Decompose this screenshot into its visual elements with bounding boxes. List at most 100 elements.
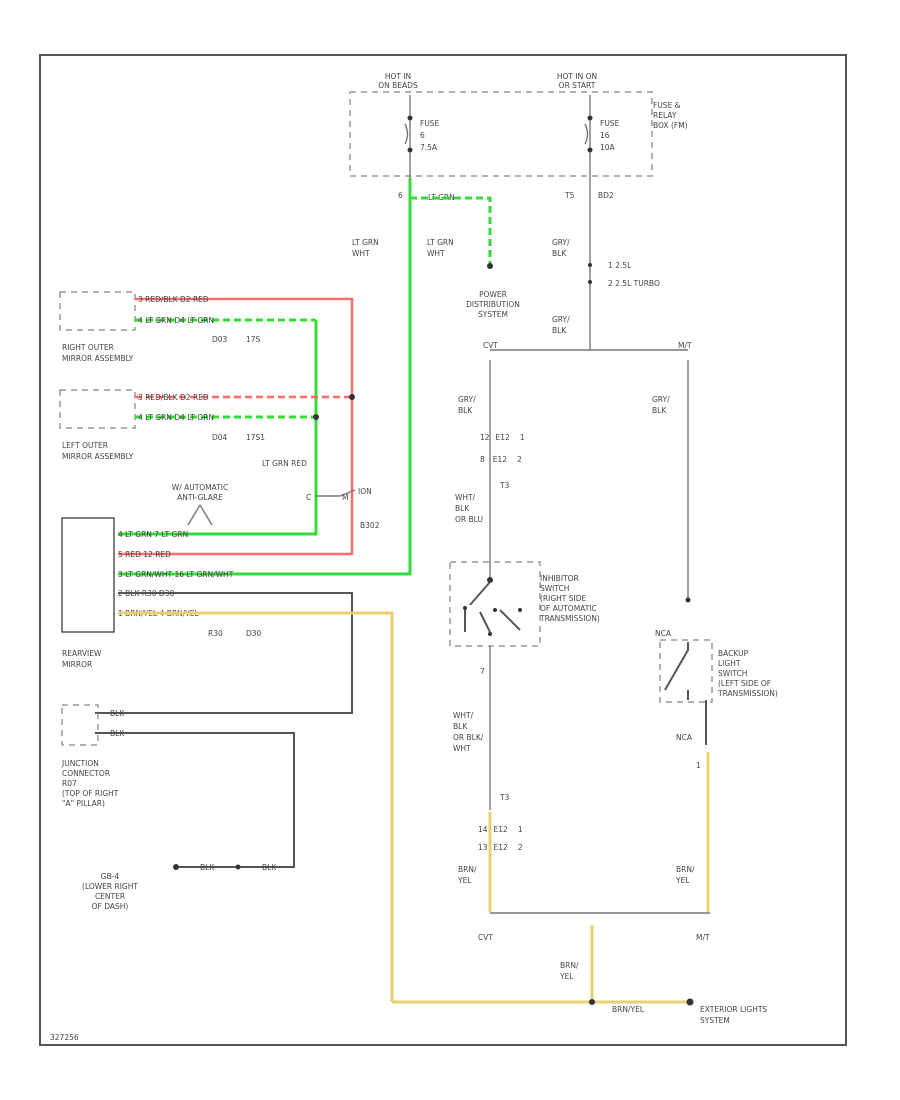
mt-bottom-label: M/T bbox=[696, 933, 710, 942]
brn-yel-bottom-label: BRN/YEL bbox=[559, 961, 579, 981]
ground-splice-node bbox=[235, 864, 241, 870]
brn-yel-right-label: BRN/YEL bbox=[675, 865, 695, 885]
backup-switch-box bbox=[659, 639, 713, 703]
rearview-pin-3: 3 LT GRN/WHT 16 LT GRN/WHT bbox=[118, 570, 234, 579]
fuse-6-symbol bbox=[404, 123, 409, 145]
lt-grn-top-label: LT GRN bbox=[428, 193, 455, 202]
rearview-pin-1: 4 LT GRN 7 LT GRN bbox=[118, 530, 188, 539]
t3-low-label: T3 bbox=[499, 793, 510, 802]
fuse-6-node-bottom bbox=[407, 147, 413, 153]
diagram-frame bbox=[39, 54, 847, 1046]
rearview-pin-2: 5 RED 12 RED bbox=[118, 550, 171, 559]
ground-wire-label-2: BLK bbox=[262, 863, 277, 872]
mirror-green-bus bbox=[118, 320, 318, 536]
rearview-mirror-box bbox=[61, 517, 115, 633]
rearview-blk-wire bbox=[95, 592, 353, 714]
inhibitor-pin-label: 7 bbox=[480, 667, 485, 676]
gry-blk-right-label: GRY/BLK bbox=[652, 395, 670, 415]
c-label: C bbox=[306, 493, 311, 502]
m-label: M bbox=[342, 493, 348, 502]
backup-pin-top-label: NCA bbox=[655, 629, 672, 638]
mt-top-label: M/T bbox=[678, 341, 692, 350]
bottom-yellow-node bbox=[589, 999, 595, 1005]
right-mirror-code-2: 17S bbox=[246, 335, 261, 344]
junction-pin-1: BLK bbox=[110, 709, 125, 718]
right-mirror-pin-2: 4 LT GRN D4 LT GRN bbox=[138, 316, 214, 325]
ext-lights-node bbox=[686, 998, 694, 1006]
inhibitor-switch-box bbox=[449, 561, 541, 647]
left-mirror-code-1: D04 bbox=[212, 433, 228, 442]
option-1-label: 1 2.5L bbox=[608, 261, 632, 270]
gry-blk-top-label: GRY/BLK bbox=[552, 238, 570, 258]
cvt-bottom-label: CVT bbox=[478, 933, 493, 942]
backup-contacts bbox=[664, 642, 689, 700]
antiglare-pointer bbox=[187, 504, 213, 526]
inhibitor-node-mid bbox=[493, 608, 497, 612]
left-mirror-pin-1: 3 RED/BLK D2 RED bbox=[138, 393, 209, 402]
junction-wire-2 bbox=[95, 732, 295, 868]
fuse-16-node-top bbox=[587, 115, 593, 121]
pin-bd2-label: BD2 bbox=[598, 191, 614, 200]
gry-blk-left-label: GRY/BLK bbox=[458, 395, 476, 415]
backup-node-top bbox=[685, 597, 691, 603]
gry-blk-mid-label: GRY/BLK bbox=[552, 315, 570, 335]
code-id-label: 327256 bbox=[50, 1033, 79, 1042]
fuse-relay-box bbox=[349, 91, 653, 177]
inhibitor-node-bottom bbox=[488, 632, 492, 636]
b302-label: B302 bbox=[360, 521, 380, 530]
green-wire-fuse6-branch bbox=[410, 196, 492, 265]
rearview-yellow-wire bbox=[118, 611, 394, 1002]
option-node-2 bbox=[588, 280, 592, 284]
left-mirror-box bbox=[59, 389, 136, 429]
brn-yel-bottom-h-label: BRN/YEL bbox=[612, 1005, 645, 1014]
right-mirror-red-wire bbox=[118, 297, 354, 556]
option-node-1 bbox=[588, 263, 592, 267]
left-mirror-red-node bbox=[349, 394, 355, 400]
inhibitor-node-top bbox=[487, 577, 493, 583]
inhibitor-node-right bbox=[518, 608, 522, 612]
left-mirror-green-node bbox=[313, 414, 319, 420]
ground-wire-label-1: BLK bbox=[200, 863, 215, 872]
t3-top-label: T3 bbox=[499, 481, 510, 490]
backup-pin-1-label: 1 bbox=[696, 761, 701, 770]
backup-pin-bottom-label: NCA bbox=[676, 733, 693, 742]
green-branch-node bbox=[487, 263, 493, 269]
junction-box bbox=[61, 704, 99, 746]
fuse-6-node-top bbox=[407, 115, 413, 121]
rearview-code-1: R30 bbox=[208, 629, 223, 638]
right-mirror-code-1: D03 bbox=[212, 335, 228, 344]
ion-label: ION bbox=[358, 487, 372, 496]
ground-node bbox=[173, 864, 179, 870]
right-mirror-pin-1: 3 RED/BLK D2 RED bbox=[138, 295, 209, 304]
junction-pin-2: BLK bbox=[110, 729, 125, 738]
left-mirror-code-2: 17S1 bbox=[246, 433, 265, 442]
inhibitor-contacts bbox=[464, 581, 521, 633]
option-2-label: 2 2.5L TURBO bbox=[608, 279, 660, 288]
rearview-code-2: D30 bbox=[246, 629, 262, 638]
fuse-16-symbol bbox=[584, 123, 589, 145]
pin-t5-label: T5 bbox=[564, 191, 575, 200]
